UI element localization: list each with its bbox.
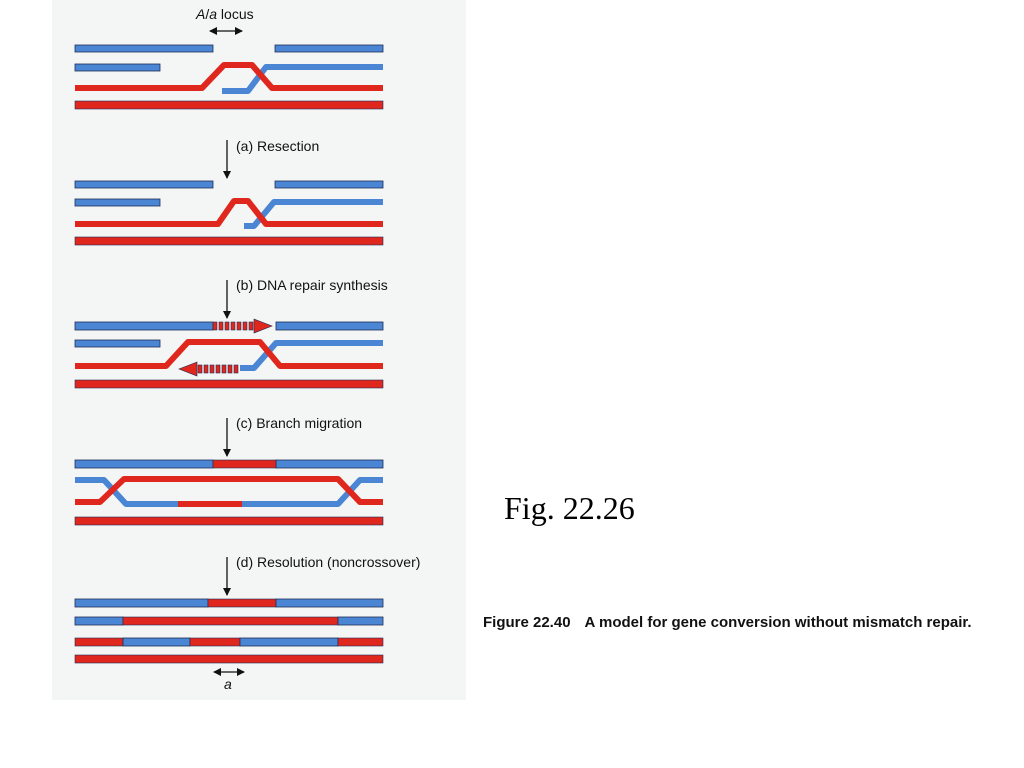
new-synthesis-arrow [212,318,273,334]
blue-strand [75,477,178,507]
caption-number: Figure 22.40 [483,614,571,631]
blue-strand [275,459,384,469]
red-strand [75,62,383,91]
red-strand [75,476,383,505]
red-strand [75,198,383,227]
stage-resolution [74,598,384,664]
red-strand [74,637,124,647]
red-strand [207,598,277,608]
red-strand [75,339,383,369]
step-label-resection: (a) Resection [236,138,319,154]
locus-word: locus [217,6,254,22]
allele-A: A [195,6,205,22]
blue-strand [74,63,161,72]
blue-strand [274,180,384,189]
red-strand [122,616,339,626]
stage-repair-synthesis [74,318,384,389]
blue-strand [244,199,383,229]
blue-strand [275,598,384,608]
blue-strand [240,340,383,371]
blue-strand [74,198,161,207]
blue-strand [274,44,384,53]
red-strand [74,654,384,664]
allele-a: a [209,6,217,22]
figure-caption: Figure 22.40 A model for gene conversion … [483,612,1018,633]
step-label-branch-migration: (c) Branch migration [236,415,362,431]
gene-conversion-diagram: A/a locus (a) Resection (b) DNA repair s… [74,6,420,692]
caption-text: A model for gene conversion without mism… [584,614,972,631]
blue-strand [74,616,124,626]
stage-initial [74,44,384,110]
blue-strand [122,637,191,647]
figure-panel [52,0,466,700]
new-synthesis-arrow [178,361,239,377]
step-label-repair-synthesis: (b) DNA repair synthesis [236,277,388,293]
red-strand [74,379,384,389]
blue-strand [222,64,383,94]
red-strand [337,637,384,647]
figure-number: Fig. 22.26 [504,490,635,526]
blue-strand [74,44,214,53]
blue-strand [74,321,214,331]
bottom-allele-label: a [224,676,232,692]
blue-strand [74,598,209,608]
step-label-resolution: (d) Resolution (noncrossover) [236,554,420,570]
locus-label: A/a locus [195,6,254,22]
blue-strand [239,637,339,647]
stage-branch-migration [74,459,384,526]
blue-strand [74,339,161,348]
red-strand [212,459,277,469]
blue-strand [275,321,384,331]
allele-sep: / [205,6,209,22]
blue-strand [337,616,384,626]
blue-strand [74,180,214,189]
red-strand [74,236,384,246]
stage-resection [74,180,384,246]
red-strand [74,516,384,526]
red-strand [189,637,241,647]
red-strand [74,100,384,110]
blue-strand [74,459,214,469]
